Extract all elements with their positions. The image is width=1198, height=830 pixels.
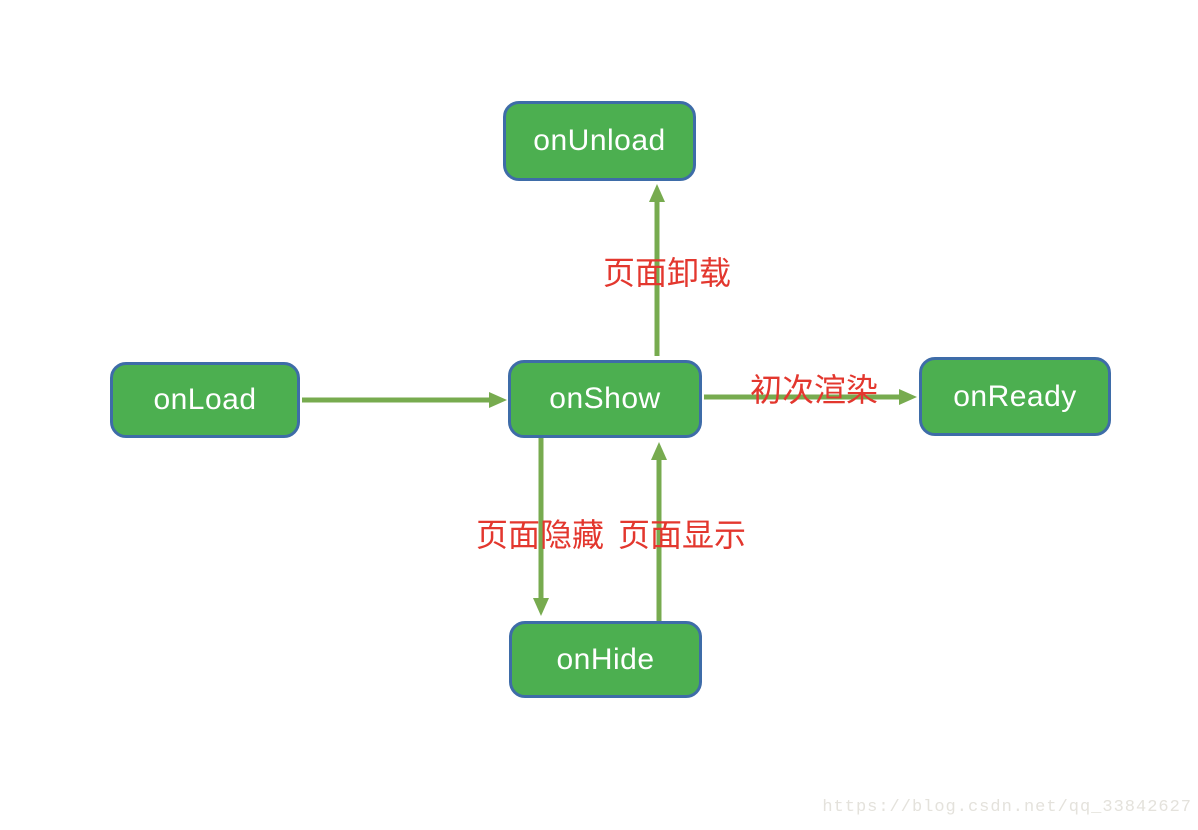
node-onshow: onShow	[508, 360, 702, 438]
arrow-onshow-to-onhide	[533, 438, 549, 616]
watermark-url: https://blog.csdn.net/qq_33842627	[822, 798, 1192, 817]
node-onready: onReady	[919, 357, 1111, 436]
node-onhide: onHide	[509, 621, 702, 698]
edge-label-page-show: 页面显示	[617, 517, 747, 553]
node-onunload: onUnload	[503, 101, 696, 181]
node-onload-label: onLoad	[153, 383, 257, 416]
node-onhide-label: onHide	[556, 642, 655, 676]
arrow-onhide-to-onshow	[651, 442, 667, 621]
edge-label-first-render: 初次渲染	[749, 372, 879, 408]
node-onunload-label: onUnload	[533, 124, 666, 157]
node-onload: onLoad	[110, 362, 300, 438]
edge-label-page-unload: 页面卸载	[602, 255, 732, 291]
arrow-onshow-to-onunload	[649, 184, 665, 356]
edge-label-page-hide: 页面隐藏	[475, 517, 605, 553]
arrow-onshow-to-onready	[704, 389, 917, 405]
node-onshow-label: onShow	[549, 382, 661, 415]
arrow-onload-to-onshow	[302, 392, 507, 408]
node-onready-label: onReady	[953, 379, 1077, 413]
